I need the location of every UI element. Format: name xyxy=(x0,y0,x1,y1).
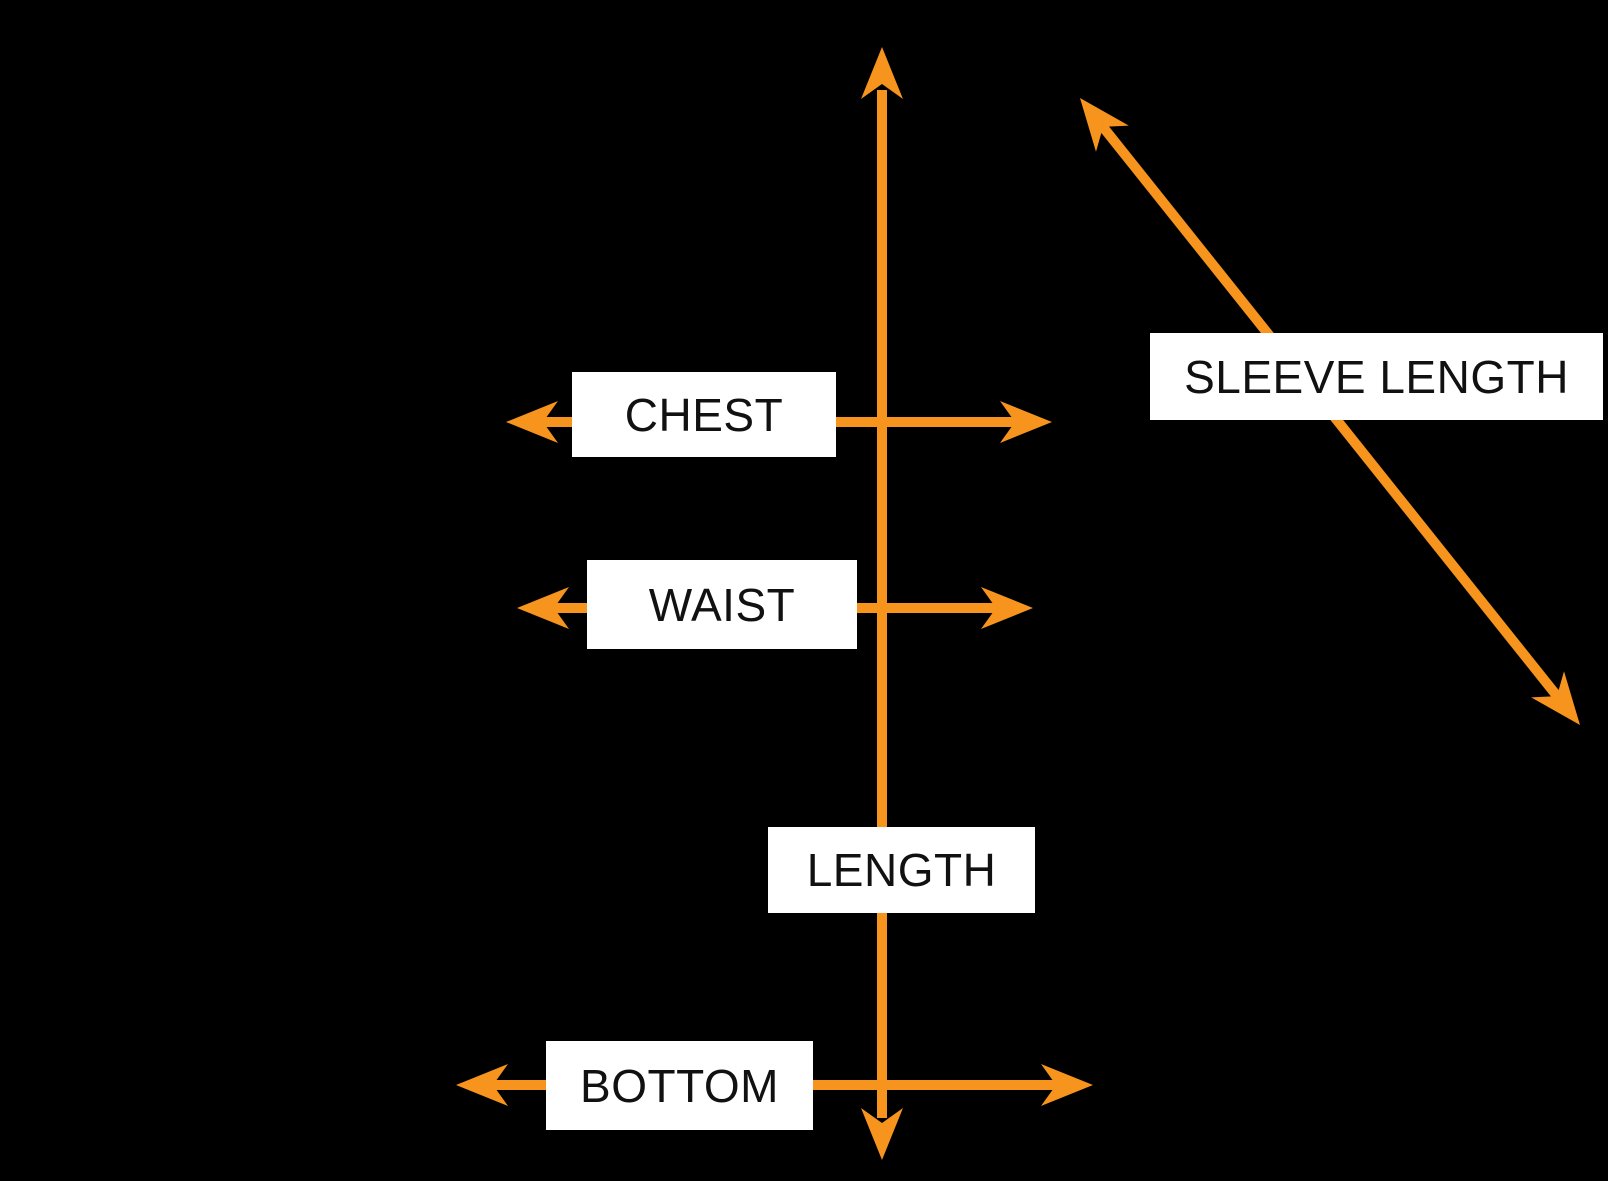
length-label-text: LENGTH xyxy=(806,844,997,896)
length-label: LENGTH xyxy=(768,827,1035,913)
waist-label: WAIST xyxy=(587,560,857,649)
sleeve-length-label: SLEEVE LENGTH xyxy=(1150,333,1603,420)
chest-label-text: CHEST xyxy=(624,388,784,441)
bottom-label-text: BOTTOM xyxy=(580,1059,779,1112)
sleeve-length-label-text: SLEEVE LENGTH xyxy=(1184,350,1569,403)
chest-label: CHEST xyxy=(572,372,836,457)
bottom-label: BOTTOM xyxy=(546,1041,813,1130)
waist-label-text: WAIST xyxy=(648,578,796,631)
